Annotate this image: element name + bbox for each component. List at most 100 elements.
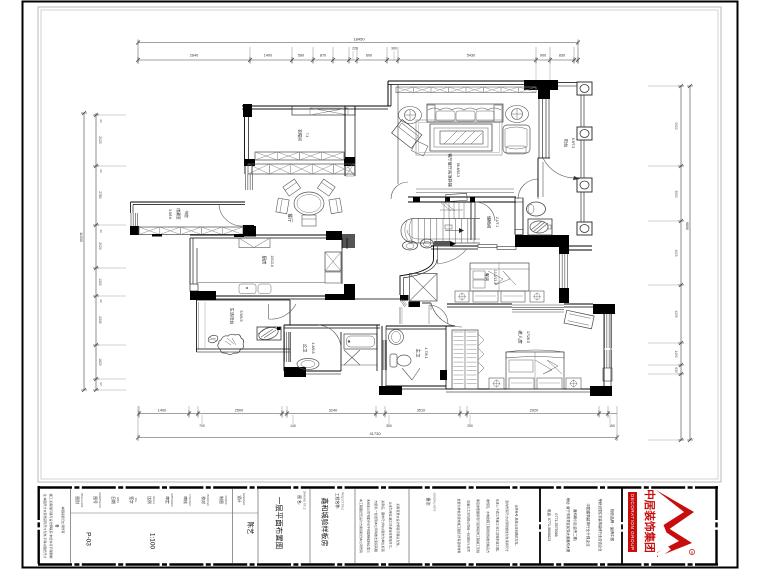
svg-text:1:100: 1:100 [149, 533, 156, 550]
svg-text:90: 90 [99, 229, 103, 233]
svg-text:10/13.4: 10/13.4 [270, 255, 274, 266]
svg-text:未经本公司书面许可不得复制或转让第三: 未经本公司书面许可不得复制或转让第三 [366, 499, 371, 553]
svg-text:GENERAL NOTE: GENERAL NOTE [433, 493, 436, 512]
svg-text:审定: 审定 [165, 496, 170, 504]
svg-text:本工程图纸及设计方案版权归本公司所有: 本工程图纸及设计方案版权归本公司所有 [359, 499, 364, 553]
svg-text:630: 630 [674, 367, 678, 373]
svg-text:衣帽间: 衣帽间 [298, 129, 304, 141]
svg-text:1620: 1620 [98, 358, 102, 366]
svg-text:2500: 2500 [235, 409, 243, 413]
svg-text:P-03: P-03 [85, 532, 92, 546]
svg-text:3900: 3900 [674, 190, 678, 197]
svg-text:17/26.5: 17/26.5 [526, 331, 530, 343]
svg-text:DATE: DATE [116, 497, 119, 504]
svg-text:审核: 审核 [183, 496, 188, 504]
svg-text:书房: 书房 [184, 210, 189, 218]
svg-text:仅供参考,具体以深化图纸为准。: 仅供参考,具体以深化图纸为准。 [515, 505, 520, 548]
svg-text:工程名称:: 工程名称: [335, 493, 340, 509]
svg-text:2020: 2020 [98, 136, 102, 144]
svg-text:1490: 1490 [674, 350, 678, 357]
svg-text:90: 90 [99, 119, 103, 123]
svg-text:以米为单位,施工时请核对现场尺寸。: 以米为单位,施工时请核对现场尺寸。 [389, 502, 394, 551]
svg-text:830: 830 [559, 54, 565, 58]
svg-text:2920: 2920 [530, 409, 538, 413]
svg-text:事宜参照国家现行装饰装修工程施工及验: 事宜参照国家现行装饰装修工程施工及验 [476, 499, 481, 553]
svg-text:SIG.: SIG. [134, 498, 137, 503]
svg-text:4255: 4255 [674, 310, 678, 317]
svg-text:备: 备 [55, 524, 60, 528]
svg-text:PROOFED: PROOFED [206, 494, 209, 506]
svg-text:荣获全国住宅装饰装修行业百强企业: 荣获全国住宅装饰装修行业百强企业 [598, 499, 603, 552]
svg-text:9890: 9890 [685, 222, 689, 230]
svg-text:18450: 18450 [353, 37, 365, 42]
svg-text:3510: 3510 [417, 409, 425, 413]
svg-text:CHECKED: CHECKED [188, 494, 191, 506]
svg-text:比例: 比例 [147, 496, 152, 504]
svg-text:室内所有尺寸以现场放线为准,家具尺寸: 室内所有尺寸以现场放线为准,家具尺寸 [505, 500, 510, 552]
svg-text:2780: 2780 [98, 191, 102, 199]
svg-text:注:本图尺寸以现场实际尺寸为准,不得以图纸尺寸: 注:本图尺寸以现场实际尺寸为准,不得以图纸尺寸 [43, 494, 48, 559]
svg-text:一层平面布置图: 一层平面布置图 [275, 497, 285, 550]
svg-text:图别: 图别 [75, 496, 80, 504]
svg-text:3240: 3240 [329, 409, 337, 413]
svg-text:290: 290 [467, 424, 473, 428]
svg-text:DESIGNED: DESIGNED [242, 493, 245, 506]
svg-text:中国建筑装饰行业十强企业: 中国建筑装饰行业十强企业 [586, 503, 591, 547]
svg-text:本图版权归公司所有: 本图版权归公司所有 [61, 506, 66, 533]
svg-text:校对: 校对 [201, 496, 206, 504]
svg-text:储藏室: 储藏室 [176, 208, 181, 220]
svg-text:1320: 1320 [98, 278, 102, 286]
svg-text:SCALE: SCALE [152, 496, 155, 504]
svg-text:关责任。图中尺寸均以毫米为单位,标高: 关责任。图中尺寸均以毫米为单位,标高 [381, 500, 386, 552]
svg-text:R: R [691, 551, 694, 555]
svg-text:140: 140 [290, 424, 296, 428]
svg-text:陈艺: 陈艺 [247, 522, 256, 536]
svg-text:5.5/6.5: 5.5/6.5 [239, 311, 243, 322]
svg-text:图号: 图号 [93, 496, 98, 504]
svg-text:餐厅: 餐厅 [287, 214, 294, 223]
svg-text:350: 350 [386, 424, 392, 428]
svg-text:DWG.CLASS: DWG.CLASS [80, 493, 83, 508]
svg-text:6.9/7.3: 6.9/7.3 [571, 138, 575, 148]
svg-text:制图: 制图 [219, 496, 224, 504]
svg-text:150: 150 [609, 424, 615, 428]
svg-text:56.4/52.3: 56.4/52.3 [456, 163, 460, 177]
svg-text:90: 90 [99, 299, 103, 303]
svg-text:及施工工艺均按公司统一标准执行,未尽: 及施工工艺均按公司统一标准执行,未尽 [467, 500, 472, 552]
svg-text:地址: 南宁市青秀区民族大道鑫和大厦: 地址: 南宁市青秀区民族大道鑫和大厦 [566, 498, 571, 553]
svg-text:此套为样板房装修施工图纸,所有装修材料: 此套为样板房装修施工图纸,所有装修材料 [457, 499, 462, 554]
svg-text:1400: 1400 [264, 54, 272, 58]
svg-text:设计: 设计 [237, 495, 242, 503]
svg-text:11930: 11930 [79, 232, 83, 242]
svg-text:700: 700 [199, 424, 205, 428]
svg-text:1400: 1400 [158, 409, 166, 413]
svg-text:DRAWN: DRAWN [224, 496, 227, 505]
svg-text:7.4: 7.4 [305, 133, 309, 138]
svg-text:5520: 5520 [674, 122, 678, 129]
svg-text:90: 90 [99, 169, 103, 173]
svg-text:300: 300 [391, 47, 397, 51]
svg-text:220: 220 [352, 47, 358, 51]
svg-text:4.7/8.1: 4.7/8.1 [424, 348, 428, 359]
svg-text:电话: 0771-5608823: 电话: 0771-5608823 [547, 509, 552, 541]
svg-text:90: 90 [99, 382, 103, 386]
svg-text:可进入下道工序施工,完工后提供竣工图。: 可进入下道工序施工,完工后提供竣工图。 [495, 499, 500, 554]
svg-text:PROJECT TITLE: PROJECT TITLE [341, 492, 344, 511]
svg-text:客房: 客房 [484, 273, 491, 281]
svg-text:鑫和城小区(会所二楼): 鑫和城小区(会所二楼) [573, 509, 578, 541]
svg-text:2340: 2340 [98, 316, 102, 324]
svg-text:中居装饰集团: 中居装饰集团 [643, 489, 656, 553]
svg-text:3.9/6.8: 3.9/6.8 [168, 209, 172, 219]
svg-text:阳台: 阳台 [563, 139, 570, 147]
svg-text:施工,如有疑问请与设计师联系,未经许可不得翻制: 施工,如有疑问请与设计师联系,未经许可不得翻制 [49, 494, 54, 559]
svg-text:0771-5575088: 0771-5575088 [554, 513, 558, 536]
svg-text:鑫和城验样板房: 鑫和城验样板房 [321, 498, 330, 547]
svg-text:图 名:: 图 名: [297, 495, 302, 505]
svg-text:2640: 2640 [190, 54, 198, 58]
svg-text:560: 560 [298, 54, 304, 58]
svg-text:厨房: 厨房 [261, 256, 268, 265]
svg-text:老人房: 老人房 [517, 330, 524, 344]
svg-text:客厅餐厅吊顶斜铺: 客厅餐厅吊顶斜铺 [447, 153, 454, 187]
svg-text:DRAWING NO: DRAWING NO [98, 492, 101, 508]
svg-text:5430: 5430 [467, 54, 475, 58]
